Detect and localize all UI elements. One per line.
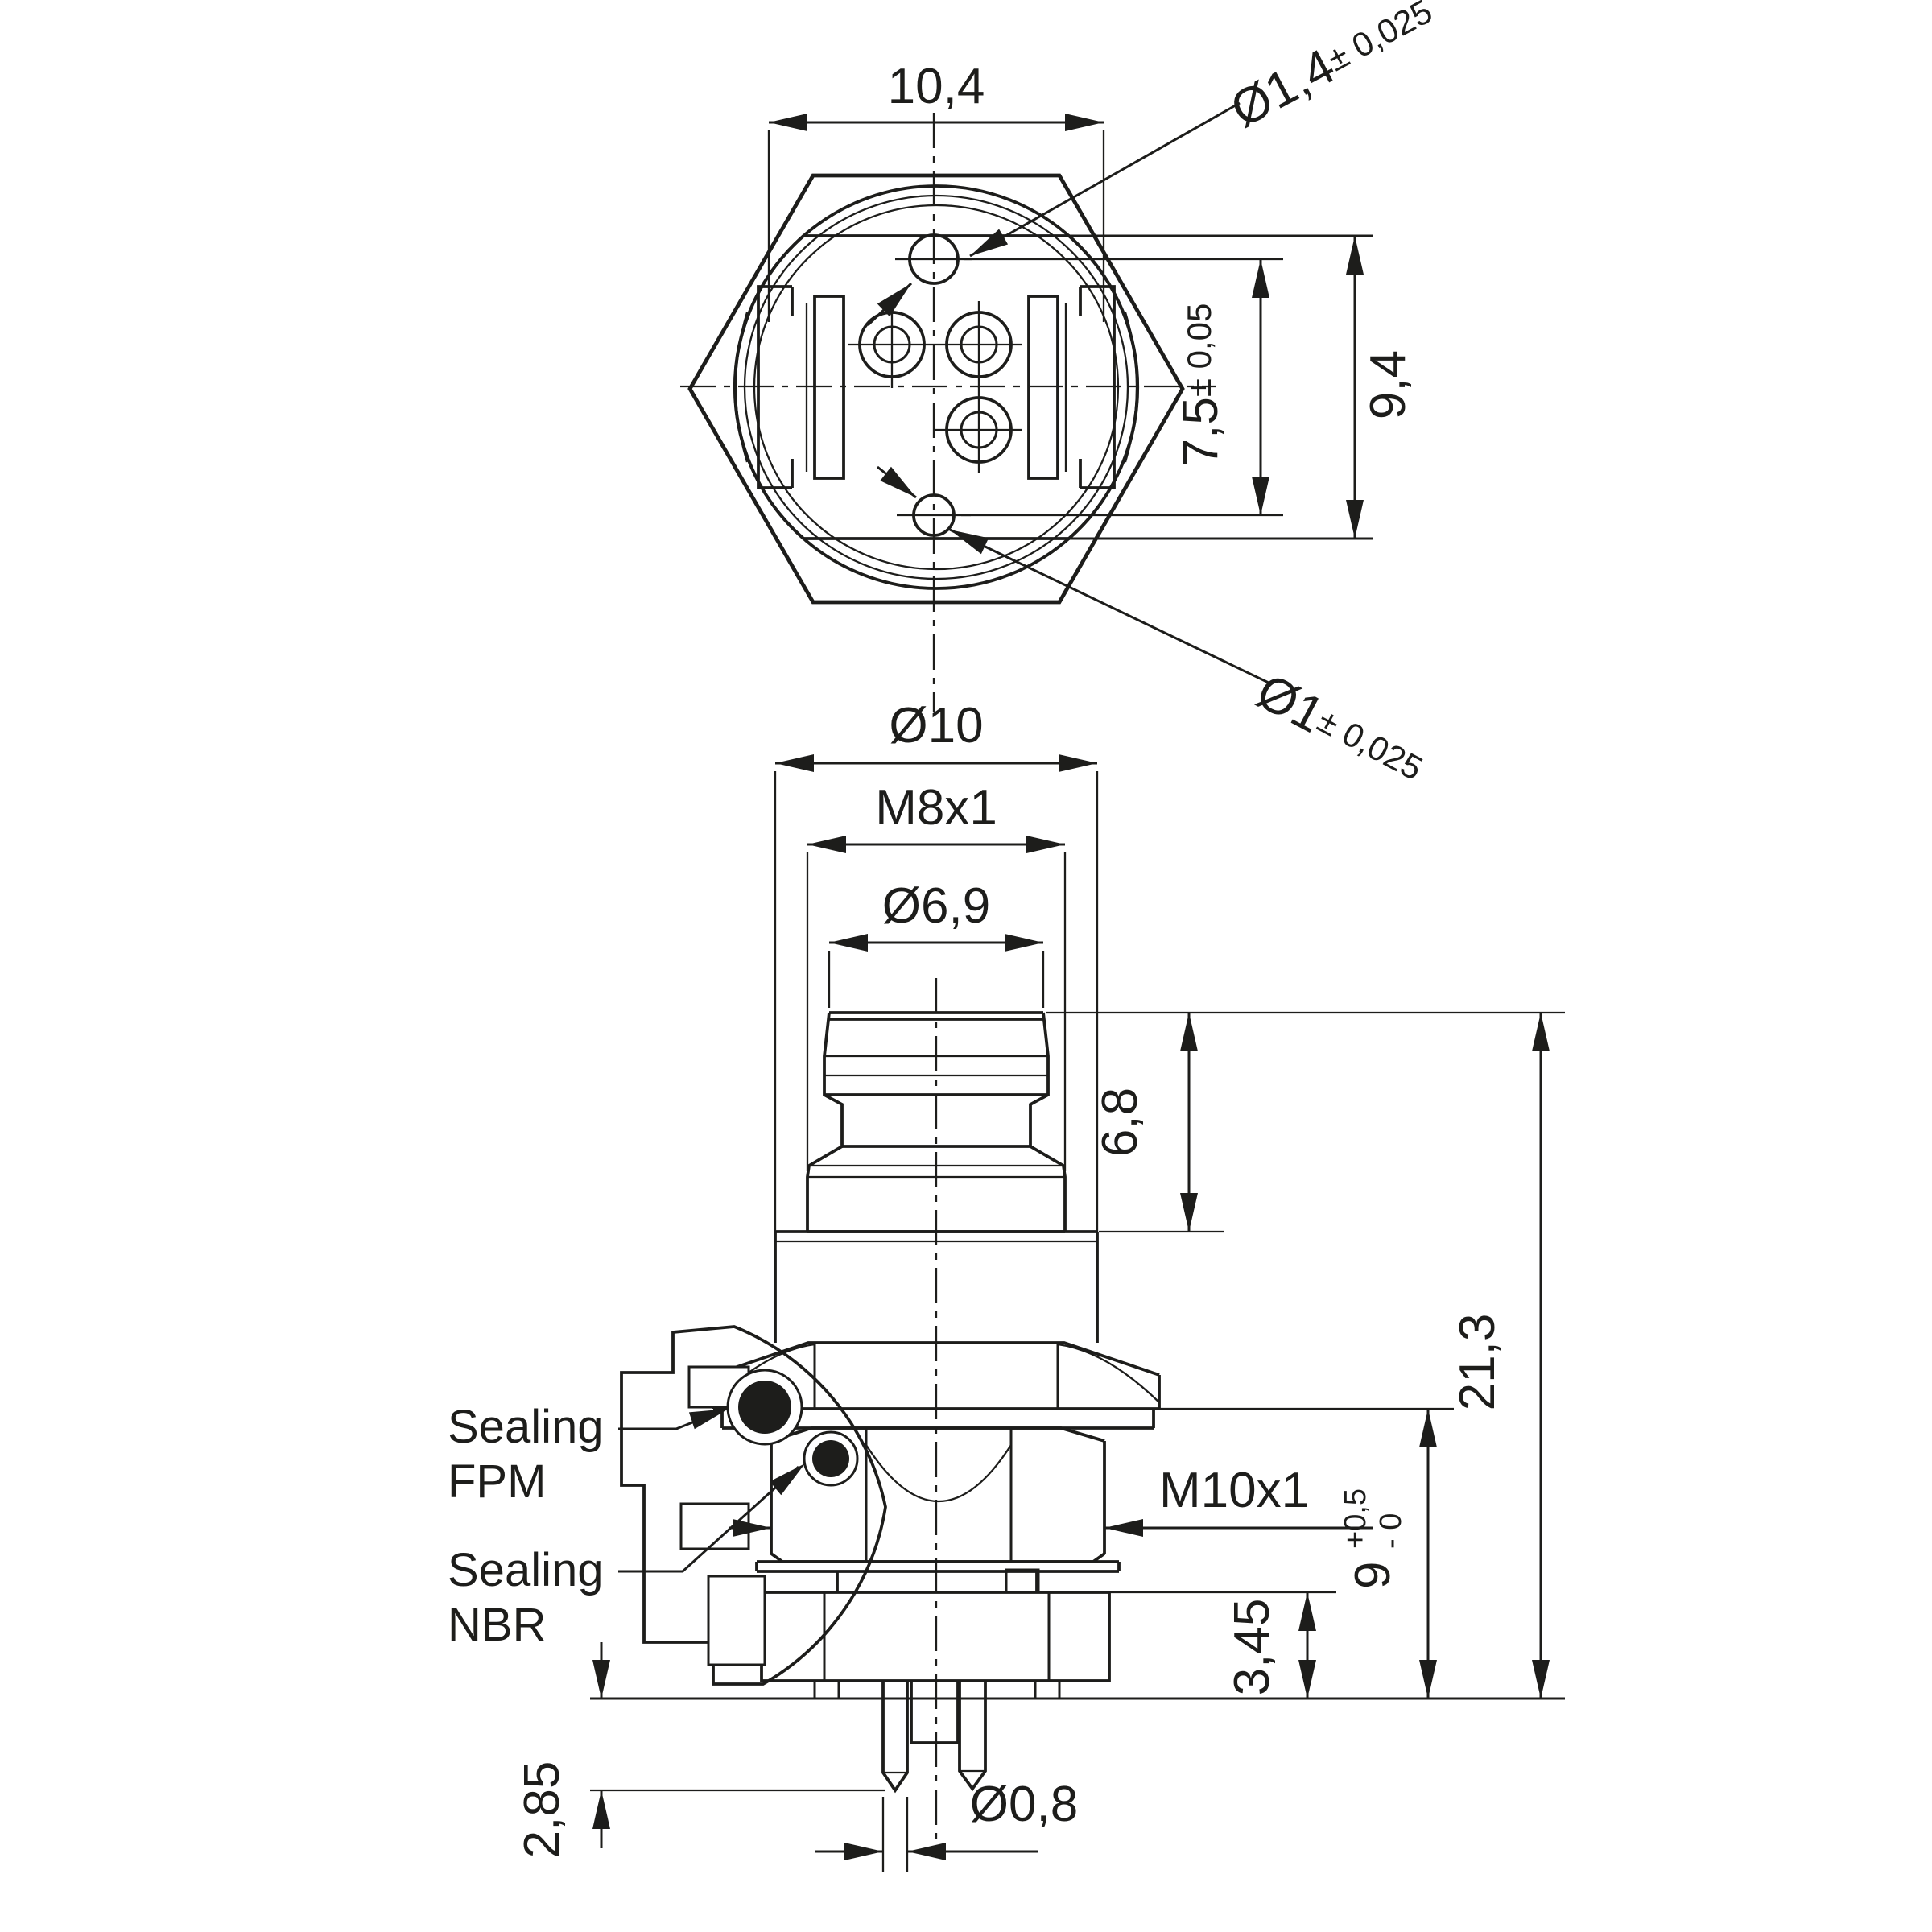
dim-pin-dia-label: Ø0,8 [970, 1777, 1078, 1832]
svg-text:9: 9 [1345, 1562, 1401, 1589]
dim-flange-height-label: 3,45 [1224, 1599, 1280, 1696]
dim-pin-protrusion-label: 2,85 [514, 1761, 570, 1859]
hex-nut-outline [687, 173, 1185, 605]
seal-fpm-label-1: Sealing [448, 1401, 603, 1453]
dim-total-length-label: 21,3 [1450, 1314, 1505, 1411]
panel-cutaway-section [620, 1325, 887, 1686]
dim-mount-thread-label: M10x1 [1159, 1463, 1309, 1518]
leader-pin-small [949, 528, 1273, 686]
seal-fpm-label-2: FPM [448, 1455, 546, 1508]
dim-pitch-label: 7,5± 0,05 [1173, 303, 1228, 467]
dim-pin-large-label: Ø1,4± 0,025 [1222, 0, 1443, 138]
solder-pins [881, 1681, 987, 1794]
leader-pin-large [969, 101, 1241, 258]
cutaway-step-2 [679, 1502, 750, 1550]
dim-pin-small-label: Ø1± 0,025 [1248, 663, 1432, 796]
seal-nbr-label-1: Sealing [448, 1544, 603, 1596]
seal-nbr-label-2: NBR [448, 1599, 546, 1651]
cutaway-step-3 [707, 1575, 766, 1666]
side-view-dimensions: Ø10 M8x1 Ø6,9 6,8 21,3 [448, 698, 1565, 1872]
svg-text:- 0: - 0 [1374, 1513, 1408, 1549]
svg-text:+0,5: +0,5 [1339, 1488, 1373, 1549]
dim-face-dia-label: Ø6,9 [882, 878, 990, 934]
dim-thread-label: M8x1 [875, 780, 997, 836]
side-view [590, 978, 1565, 1839]
dim-mount-depth-label: 9 +0,5 - 0 [1339, 1488, 1408, 1589]
dim-outer-dia-label: Ø10 [889, 698, 983, 753]
dim-plug-length-label: 6,8 [1092, 1088, 1148, 1157]
seal-nbr [812, 1440, 849, 1477]
lower-washer-neck [755, 1560, 1121, 1594]
cutaway-outline [620, 1325, 887, 1686]
top-view [680, 113, 1373, 712]
leader-seal-nbr [618, 1465, 800, 1573]
dim-face-height-label: 9,4 [1360, 350, 1416, 419]
pin-mid-right [935, 301, 1022, 388]
seal-fpm [738, 1381, 791, 1434]
dim-width-label: 10,4 [888, 59, 985, 114]
pin-low-mid [935, 386, 1022, 473]
